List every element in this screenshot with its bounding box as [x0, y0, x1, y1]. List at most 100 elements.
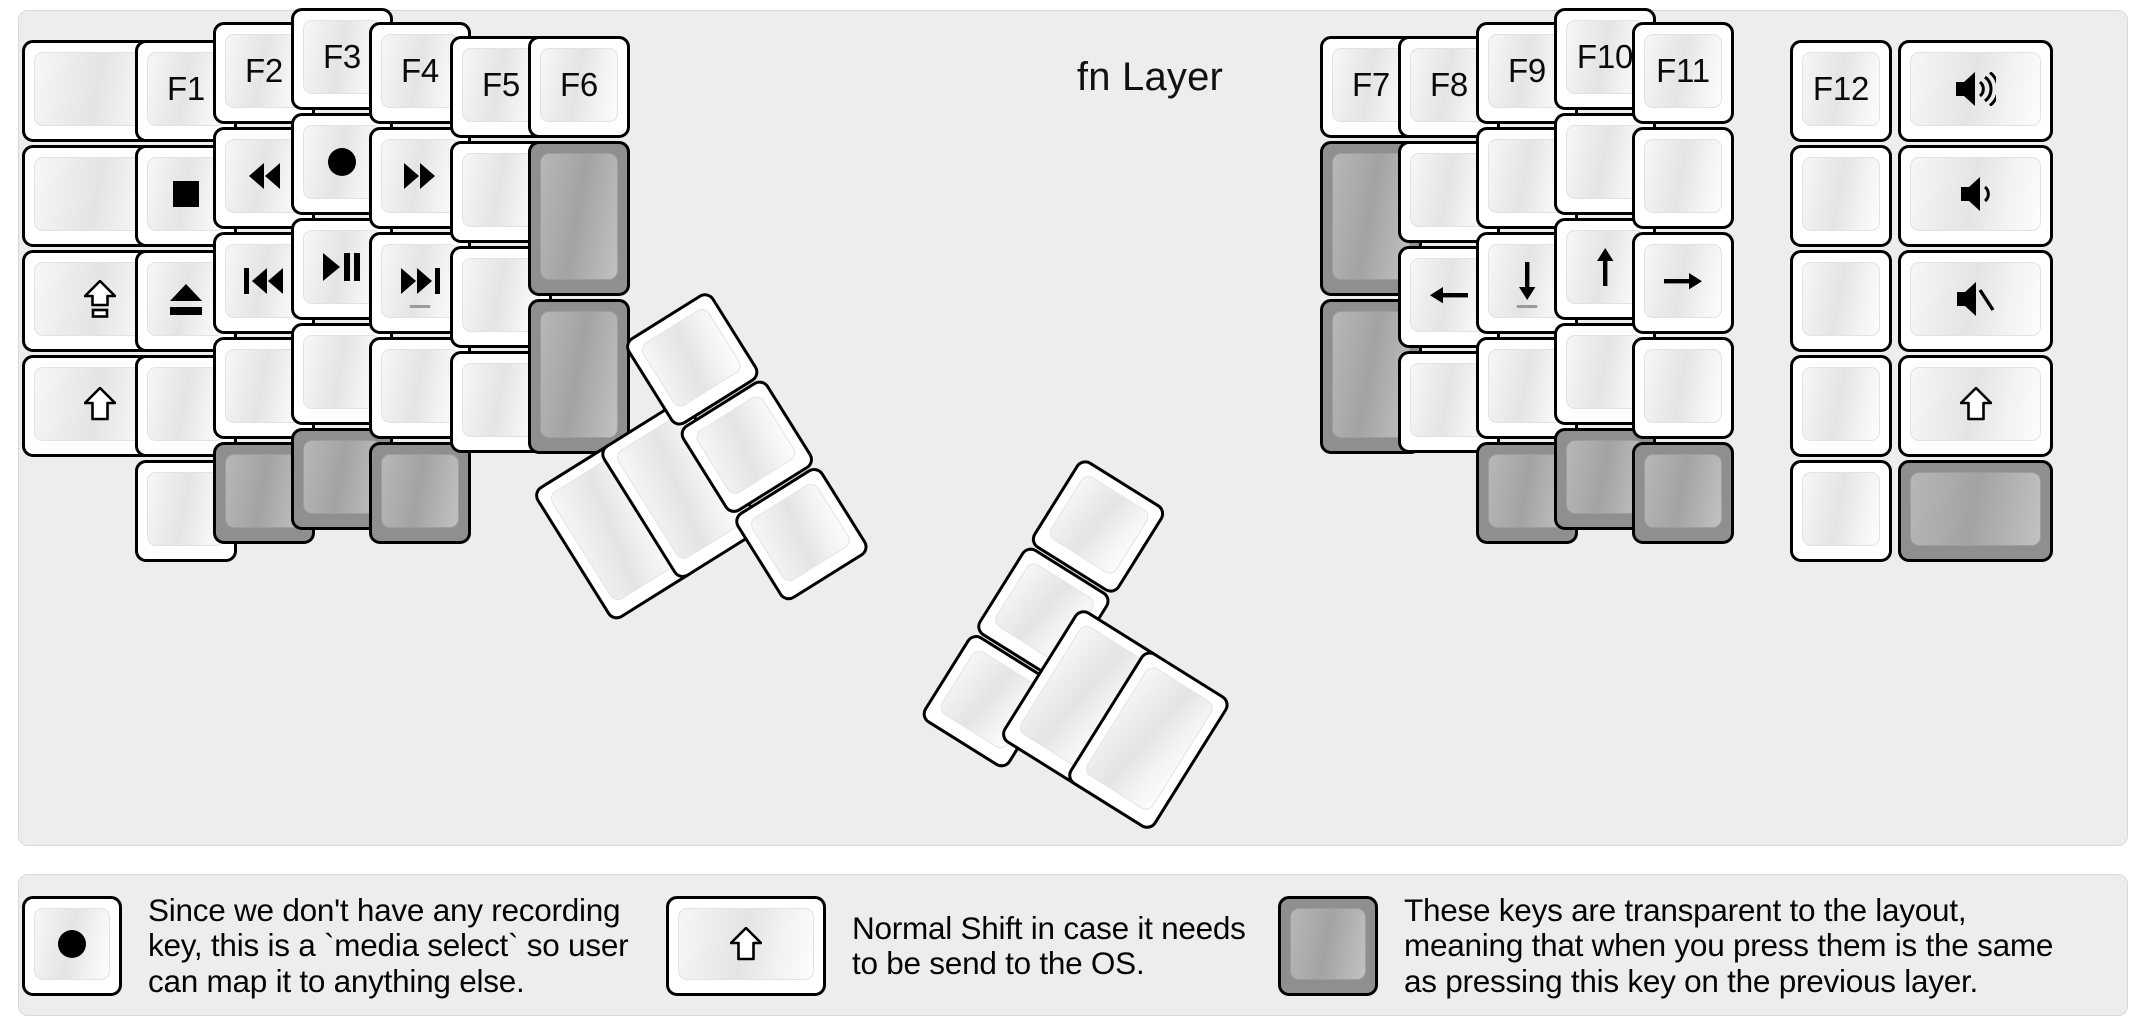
- keycap-face: F2: [225, 34, 303, 108]
- keycap-face: [303, 230, 381, 304]
- keycap-face: [381, 349, 459, 423]
- keycap-face: [1910, 367, 2041, 441]
- keycap-face: [1910, 52, 2041, 126]
- keycap-face: [303, 125, 381, 199]
- media-next-track-homing-icon: [400, 268, 440, 294]
- keycap-face: [1566, 230, 1644, 304]
- text-icon: F2: [244, 51, 284, 89]
- keycap-face: [1566, 440, 1644, 514]
- media-record-icon: [58, 930, 86, 958]
- legend-keycap-shift: [666, 896, 826, 996]
- page-title: fn Layer: [1076, 55, 1224, 99]
- key-right-pinky-outer-1[interactable]: [1898, 145, 2053, 247]
- legend-panel: [18, 874, 2128, 1016]
- keycap-face: [678, 908, 814, 980]
- key-right-ring-2[interactable]: [1632, 232, 1734, 334]
- key-right-index-3[interactable]: [1476, 337, 1578, 439]
- key-right-pinky-outer-3[interactable]: [1898, 355, 2053, 457]
- keycap-face: [1644, 244, 1722, 318]
- text-icon: F11: [1656, 51, 1710, 89]
- keycap-face: [1488, 349, 1566, 423]
- key-right-pinky-1[interactable]: [1790, 145, 1892, 247]
- homing-bar: [1516, 305, 1538, 308]
- legend-keycap-media-record: [22, 896, 122, 996]
- keycap-face: [225, 349, 303, 423]
- text-icon: F5: [481, 65, 521, 103]
- key-right-pinky-4[interactable]: [1790, 460, 1892, 562]
- key-left-ring-1[interactable]: [213, 127, 315, 229]
- keycap-face: [1488, 139, 1566, 213]
- legend-keycap-blank: [1278, 896, 1378, 996]
- keycap-face: [1644, 349, 1722, 423]
- keycap-face: [381, 139, 459, 213]
- key-right-pinky-outer-2[interactable]: [1898, 250, 2053, 352]
- keycap-face: [303, 335, 381, 409]
- key-left-inner-column-2[interactable]: [528, 299, 630, 454]
- legend-item-1: Normal Shift in case it needs to be send…: [666, 886, 1246, 1006]
- media-fast-forward-icon: [403, 163, 437, 189]
- key-right-pinky-2[interactable]: [1790, 250, 1892, 352]
- text-icon: F4: [400, 51, 440, 89]
- keycap-face: F10: [1566, 20, 1644, 94]
- keycap-face: [381, 244, 459, 318]
- keycap-face: [1566, 125, 1644, 199]
- keycap-face: F6: [540, 48, 618, 122]
- key-left-inner-column-1[interactable]: [528, 141, 630, 296]
- key-left-index-4[interactable]: [369, 442, 471, 544]
- key-right-ring-4[interactable]: [1632, 442, 1734, 544]
- keycap-face: [1644, 139, 1722, 213]
- keycap-face: [462, 258, 540, 332]
- key-right-ring-1[interactable]: [1632, 127, 1734, 229]
- key-right-pinky-3[interactable]: [1790, 355, 1892, 457]
- keycap-face: [1410, 258, 1488, 332]
- shift-icon: [1959, 387, 1992, 421]
- keycap-face: [1410, 153, 1488, 227]
- key-left-index-1[interactable]: [369, 127, 471, 229]
- arrow-left-icon: [1430, 282, 1468, 308]
- keycap-face: [225, 454, 303, 528]
- media-eject-icon: [170, 283, 202, 315]
- legend-description-1: Normal Shift in case it needs to be send…: [852, 909, 1246, 981]
- text-icon: F9: [1507, 51, 1547, 89]
- keycap-face: [225, 139, 303, 213]
- volume-mute-icon: [1956, 282, 1995, 316]
- keycap-face: [225, 244, 303, 318]
- media-stop-icon: [173, 181, 199, 207]
- key-right-ring-0[interactable]: F11: [1632, 22, 1734, 124]
- volume-down-icon: [1960, 177, 1991, 211]
- arrow-down-homing-icon: [1514, 262, 1540, 300]
- homing-bar: [409, 305, 431, 308]
- keycap-face: [147, 367, 225, 441]
- key-right-pinky-0[interactable]: F12: [1790, 40, 1892, 142]
- keycap-face: [147, 472, 225, 546]
- key-right-pinky-outer-4[interactable]: [1898, 460, 2053, 562]
- text-icon: F8: [1429, 65, 1469, 103]
- keycap-face: [1910, 262, 2041, 336]
- media-prev-track-icon: [244, 268, 284, 294]
- text-icon: F10: [1576, 37, 1634, 75]
- keycap-face: [1566, 335, 1644, 409]
- keycap-face: [1332, 153, 1410, 280]
- keycap-face: F7: [1332, 48, 1410, 122]
- key-right-ring-3[interactable]: [1632, 337, 1734, 439]
- keycap-face: [1410, 363, 1488, 437]
- arrow-right-icon: [1664, 268, 1702, 294]
- keycap-face: [1802, 367, 1880, 441]
- keycap-face: F12: [1802, 52, 1880, 126]
- keycap-face: [540, 311, 618, 438]
- keycap-face: [1332, 311, 1410, 438]
- legend-description-2: These keys are transparent to the layout…: [1404, 892, 2054, 999]
- text-icon: F7: [1351, 65, 1391, 103]
- key-right-pinky-outer-0[interactable]: [1898, 40, 2053, 142]
- volume-up-icon: [1955, 72, 1996, 106]
- keycap-face: [1802, 262, 1880, 336]
- media-record-icon: [328, 148, 356, 176]
- keycap-face: [462, 153, 540, 227]
- media-rewind-icon: [247, 163, 281, 189]
- arrow-up-icon: [1592, 248, 1618, 286]
- keycap-face: [1910, 157, 2041, 231]
- key-left-inner-column-0[interactable]: F6: [528, 36, 630, 138]
- text-icon: F3: [322, 37, 362, 75]
- media-play-pause-icon: [322, 253, 362, 281]
